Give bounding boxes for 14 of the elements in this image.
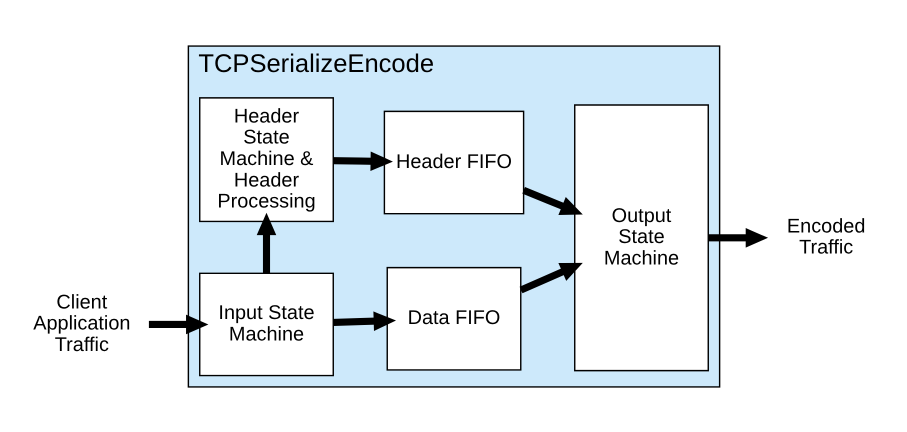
- arrow: [519, 262, 582, 293]
- arrow: [708, 228, 768, 248]
- node-box: Header FIFO: [383, 110, 524, 214]
- node-text: Client Application Traffic: [32, 290, 130, 356]
- arrow: [256, 212, 276, 272]
- arrow: [332, 310, 396, 330]
- node-box: Input State Machine: [198, 272, 334, 376]
- arrow: [148, 314, 208, 334]
- node-text: Encoded Traffic: [786, 214, 865, 258]
- arrow: [332, 150, 392, 171]
- node-box: Output State Machine: [574, 104, 708, 371]
- node-box: Header State Machine & Header Processing: [198, 96, 334, 222]
- node-box: Data FIFO: [386, 266, 521, 370]
- arrow: [522, 186, 582, 215]
